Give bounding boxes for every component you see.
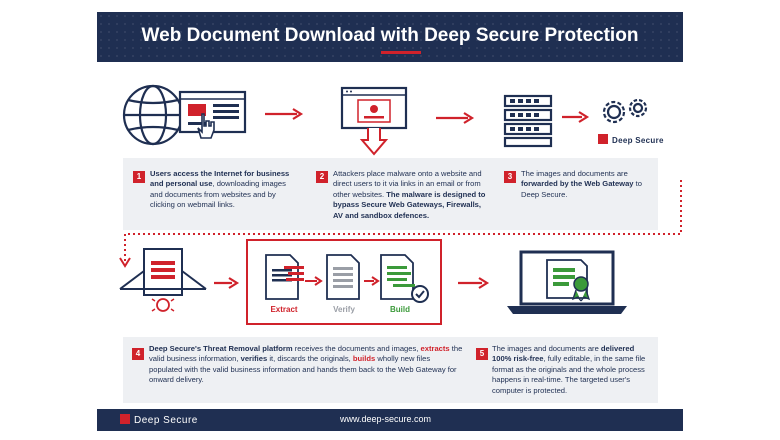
globe-browser-icon xyxy=(122,84,247,146)
step-text-segment: wholly new files populated with the vali… xyxy=(149,354,457,385)
step-text-segment: Deep Secure's Threat Removal platform xyxy=(149,344,293,353)
step-text-segment: the valid business information, xyxy=(149,344,463,364)
step-number: 4 xyxy=(132,348,144,360)
step-number: 2 xyxy=(316,171,328,183)
arrow-right-icon xyxy=(562,111,590,123)
arrow-right-icon xyxy=(364,276,380,286)
footer-logo: Deep Secure xyxy=(120,414,198,426)
arrow-right-icon xyxy=(214,277,240,289)
protected-laptop-icon xyxy=(507,250,627,314)
step-number: 3 xyxy=(504,171,516,183)
step-5-text: The images and documents are delivered 1… xyxy=(492,344,654,396)
arrow-right-icon xyxy=(458,277,490,289)
step-4-box xyxy=(123,337,468,403)
gears-icon xyxy=(602,98,648,124)
document-tray-malware-icon xyxy=(119,248,207,312)
malware-webpage-icon xyxy=(340,86,408,156)
step-text-segment: Users access the Internet for business a… xyxy=(150,169,290,189)
web-gateway-server-icon xyxy=(503,94,553,148)
page-title: Web Document Download with Deep Secure P… xyxy=(141,25,639,46)
footer-bar xyxy=(97,409,683,431)
step-text-segment: , fully editable, in the same file forma… xyxy=(492,354,646,395)
arrow-right-icon xyxy=(265,108,304,120)
title-underline xyxy=(381,51,421,54)
deep-secure-logo-icon xyxy=(598,134,608,144)
step-text-segment: The images and documents are xyxy=(492,344,601,353)
extract-document-icon xyxy=(265,254,304,300)
step-3-text: The images and documents are forwarded b… xyxy=(521,169,651,200)
step-text-segment: verifies xyxy=(240,354,268,364)
step-1-box xyxy=(123,158,308,230)
step-4-text: Deep Secure's Threat Removal platform re… xyxy=(149,344,464,386)
step-text-segment: The images and documents are xyxy=(521,169,628,178)
build-label: Build xyxy=(390,305,410,314)
step-text-segment: , downloading images and documents from … xyxy=(150,179,286,210)
extract-label: Extract xyxy=(270,305,298,314)
step-text-segment: extracts xyxy=(420,344,450,353)
build-document-icon xyxy=(380,254,429,303)
header-banner xyxy=(97,12,683,62)
dotted-connector xyxy=(119,180,682,268)
step-text-segment: Attackers place malware onto a website a… xyxy=(333,169,482,199)
step-number: 5 xyxy=(476,348,488,360)
step-text-segment: The malware is designed to bypass Secure… xyxy=(333,189,486,220)
step-5-box xyxy=(468,337,658,403)
step-text-segment: forwarded by the Web Gateway xyxy=(521,179,634,189)
step-2-text: Attackers place malware onto a website a… xyxy=(333,169,491,221)
deep-secure-logo-icon xyxy=(120,414,130,424)
arrow-right-icon xyxy=(436,112,475,124)
step-text-segment: receives the documents and images, xyxy=(292,344,421,353)
step-2-box xyxy=(308,158,495,230)
verify-document-icon xyxy=(326,254,360,300)
step-3-box xyxy=(495,158,658,230)
threat-removal-box xyxy=(246,239,442,325)
verify-label: Verify xyxy=(333,305,355,314)
arrow-right-icon xyxy=(305,276,323,286)
step-text-segment: it, discards the originals, xyxy=(267,354,353,364)
step-text-segment: builds xyxy=(352,354,376,364)
step-text-segment: delivered 100% risk-free xyxy=(492,344,635,364)
footer-url[interactable]: www.deep-secure.com xyxy=(340,414,432,424)
deep-secure-brand: Deep Secure xyxy=(598,134,664,145)
step-1-text: Users access the Internet for business a… xyxy=(150,169,300,211)
step-text-segment: to Deep Secure. xyxy=(521,179,642,199)
step-number: 1 xyxy=(133,171,145,183)
